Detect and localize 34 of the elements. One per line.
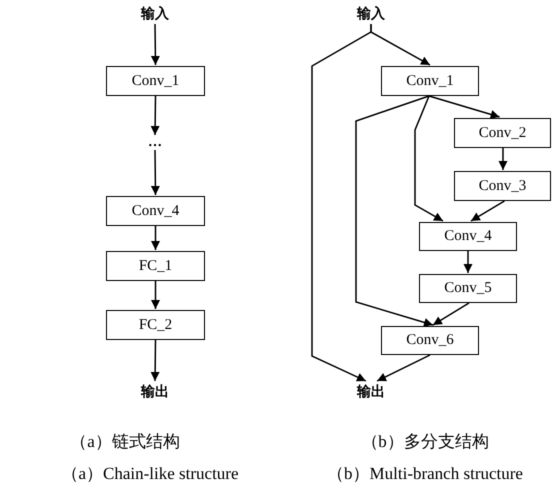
arrow [470, 200, 505, 222]
layer-box: Conv_6 [381, 326, 479, 355]
arrow [150, 96, 160, 136]
arrow [498, 148, 508, 170]
layer-box: Conv_1 [381, 66, 479, 96]
arrow [150, 24, 160, 66]
arrow [150, 340, 160, 382]
arrow [376, 354, 430, 382]
io-label: 输入 [355, 4, 387, 24]
layer-box: FC_1 [106, 251, 205, 281]
arrow [432, 302, 470, 326]
arrow [151, 226, 160, 250]
layer-box: Conv_4 [419, 222, 517, 251]
caption: （b）多分支结构 [361, 431, 489, 453]
arrow [428, 95, 500, 119]
ellipsis: … [140, 136, 170, 150]
caption: （a）链式结构 [70, 431, 180, 453]
arrow [414, 96, 444, 222]
io-label: 输出 [139, 382, 171, 402]
arrow [464, 251, 472, 273]
layer-box: Conv_1 [106, 66, 205, 96]
layer-box: Conv_3 [454, 171, 551, 201]
io-label: 输入 [139, 4, 171, 24]
io-label: 输出 [355, 382, 387, 402]
arrow [311, 24, 372, 382]
layer-box: FC_2 [106, 310, 205, 340]
caption: （a）Chain-like structure [61, 463, 239, 485]
arrow [355, 95, 434, 327]
layer-box: Conv_2 [454, 118, 551, 148]
arrow [151, 281, 160, 309]
arrow [150, 150, 160, 195]
layer-box: Conv_5 [419, 274, 517, 303]
layer-box: Conv_4 [106, 196, 205, 226]
caption: （b）Multi-branch structure [327, 463, 523, 485]
